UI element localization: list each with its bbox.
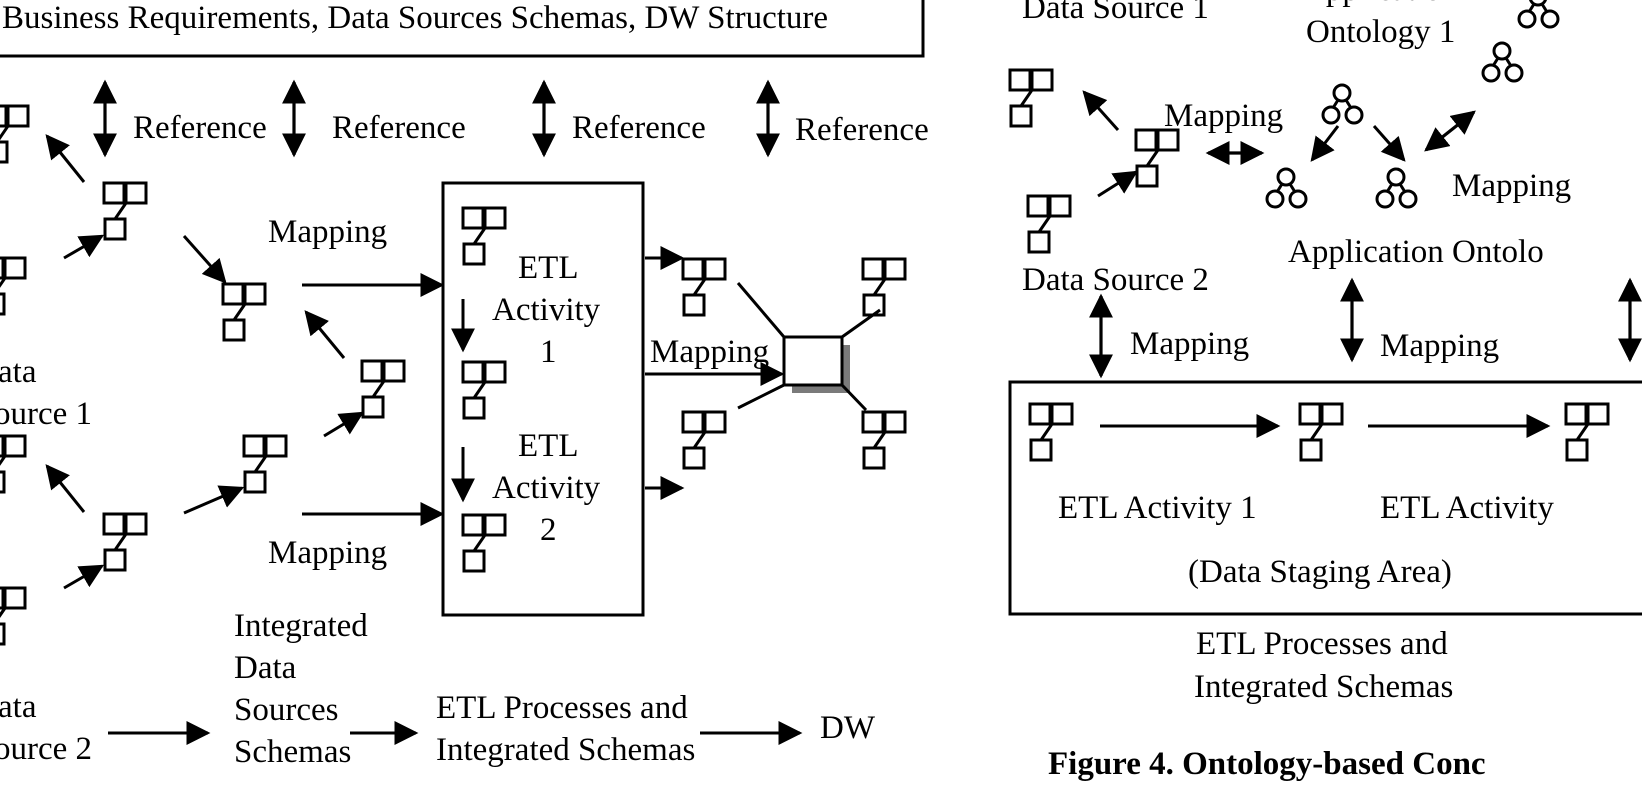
etl-box [441, 181, 645, 617]
schema-icon [360, 359, 406, 419]
integrated-schemas-label: Schemas [234, 734, 351, 770]
integrated-schemas-label: Sources [234, 692, 338, 728]
rp-etl-activity-label: ETL Activity [1380, 490, 1554, 526]
dw-fact-box [782, 335, 844, 387]
arrow [1372, 125, 1406, 162]
rp-mapping-vertical-label: Mapping [1380, 328, 1499, 364]
arrow [1097, 170, 1139, 198]
rp-caption-label: ETL Processes and [1196, 626, 1448, 662]
reference-label-2: Reference [332, 110, 466, 146]
mapping-double-arrow [1424, 110, 1476, 152]
schema-icon [861, 410, 907, 470]
mapping-bottom-label: Mapping [268, 535, 387, 571]
schema-icon [1134, 128, 1180, 188]
schema-icon [1028, 402, 1074, 462]
mapping-right-label: Mapping [650, 334, 769, 370]
rp-staging-area-label: (Data Staging Area) [1188, 554, 1452, 590]
arrow [63, 564, 105, 590]
ontology-icon [1481, 41, 1524, 83]
schema-icon [102, 512, 148, 572]
arrow [183, 485, 245, 515]
connector [840, 383, 868, 412]
rp-mapping-top-label: Mapping [1164, 98, 1283, 134]
rp-etl-activity-label: ETL Activity 1 [1058, 490, 1257, 526]
etl-activity-1-label: Activity [492, 292, 601, 328]
figure-caption: Figure 4. Ontology-based Conc [1048, 746, 1486, 782]
rp-mapping-side-label: Mapping [1452, 168, 1571, 204]
data-source-1-label: ource 1 [0, 396, 92, 432]
schema-icon [1008, 68, 1054, 128]
rp-data-source-2-label: Data Source 2 [1022, 262, 1209, 298]
ontology-icon [1517, 0, 1560, 29]
schema-icon [0, 586, 27, 646]
arrow [45, 134, 86, 183]
ontology-icon [1321, 83, 1364, 125]
etl-activity-1-label: 1 [540, 334, 557, 370]
schema-icon [461, 360, 507, 420]
schema-icon [0, 104, 30, 164]
rp-app-ontology-1-label: Application [1302, 0, 1458, 8]
integrated-schemas-label: Integrated [234, 608, 368, 644]
schema-icon [461, 513, 507, 573]
connector [737, 383, 785, 410]
rp-caption-label: Integrated Schemas [1194, 669, 1453, 705]
staging-area-box [1008, 380, 1642, 616]
arrow [1082, 90, 1120, 132]
arrow [63, 234, 105, 260]
dw-label: DW [820, 710, 876, 746]
rp-app-ontology-1-label: Ontology 1 [1306, 14, 1455, 50]
data-source-2-label: ource 2 [0, 731, 92, 767]
integrated-schemas-label: Data [234, 650, 297, 686]
ontology-icon [1375, 167, 1418, 209]
ontology-icon [1265, 167, 1308, 209]
data-source-1-label: ata [0, 354, 37, 390]
rp-mapping-vertical-label: Mapping [1130, 326, 1249, 362]
connector [736, 282, 786, 338]
schema-icon [221, 282, 267, 342]
etl-activity-1-label: ETL [518, 250, 578, 286]
rp-data-source-1-label: Data Source 1 [1022, 0, 1209, 26]
schema-icon [461, 206, 507, 266]
schema-icon [0, 256, 27, 316]
arrow [182, 235, 227, 284]
schema-icon [0, 434, 27, 494]
arrow [304, 310, 346, 359]
right-panel: Data Source 1 Application Ontology 1 Map… [1008, 0, 1642, 782]
schema-icon [861, 257, 907, 317]
reference-label-4: Reference [795, 112, 929, 148]
mapping-top-label: Mapping [268, 214, 387, 250]
arrow [323, 411, 365, 438]
arrow [1310, 125, 1340, 162]
schema-icon [681, 410, 727, 470]
reference-label-3: Reference [572, 110, 706, 146]
arrow [45, 464, 86, 513]
requirements-box [0, 0, 925, 58]
schema-icon [102, 181, 148, 241]
etl-processes-label: ETL Processes and [436, 690, 688, 726]
data-source-2-label: ata [0, 689, 37, 725]
schema-icon [1026, 194, 1072, 254]
rp-application-ontology-label: Application Ontolo [1288, 234, 1544, 270]
etl-activity-2-label: Activity [492, 470, 601, 506]
requirements-label: Business Requirements, Data Sources Sche… [2, 0, 828, 36]
connector [841, 308, 881, 339]
etl-processes-label: Integrated Schemas [436, 732, 695, 768]
left-panel: Business Requirements, Data Sources Sche… [0, 0, 929, 770]
schema-icon [242, 434, 288, 494]
etl-activity-2-label: 2 [540, 512, 557, 548]
schema-icon [1298, 402, 1344, 462]
etl-activity-2-label: ETL [518, 428, 578, 464]
reference-label-1: Reference [133, 110, 267, 146]
schema-icon [1564, 402, 1610, 462]
schema-icon [681, 257, 727, 317]
